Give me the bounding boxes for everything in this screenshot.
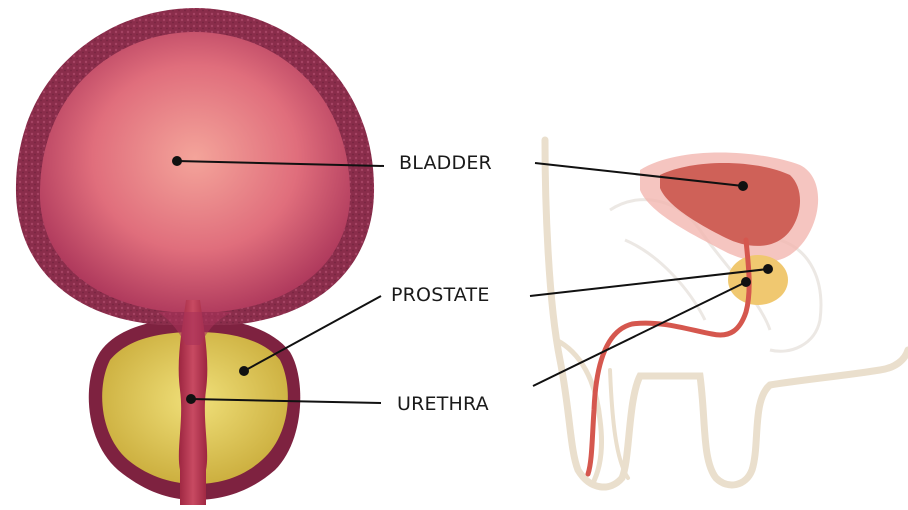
dot-prostate-left <box>239 366 249 376</box>
dot-urethra-left <box>186 394 196 404</box>
dot-bladder-left <box>172 156 182 166</box>
label-bladder: BLADDER <box>399 152 492 174</box>
side-prostate <box>728 255 788 305</box>
label-prostate: PROSTATE <box>391 284 490 306</box>
side-view-illustration <box>545 140 908 487</box>
side-bladder <box>660 163 800 246</box>
dot-prostate-right <box>763 264 773 274</box>
dot-bladder-right <box>738 181 748 191</box>
label-urethra: URETHRA <box>397 393 489 415</box>
front-view-illustration <box>16 8 374 505</box>
side-urethra <box>588 240 749 474</box>
dot-urethra-right <box>741 277 751 287</box>
